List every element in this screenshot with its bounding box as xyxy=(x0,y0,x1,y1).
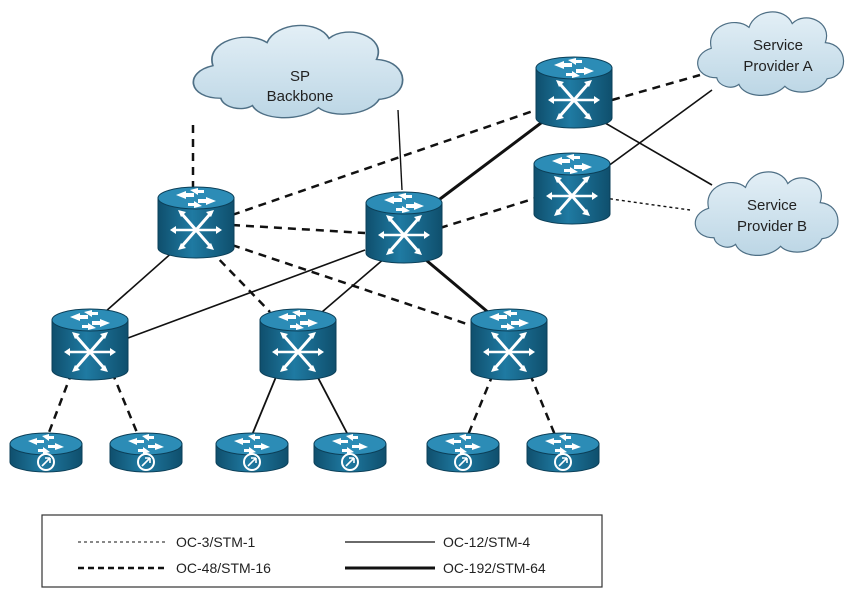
cloud-provider-b-line1: Service xyxy=(747,197,797,214)
link-switch-mid-switch-br xyxy=(419,253,496,320)
link-switch-left-switch-mid xyxy=(231,223,366,235)
router-icon xyxy=(109,432,183,473)
cloud-sp-backbone-line1: SP xyxy=(290,68,310,85)
atm-switch-icon xyxy=(156,185,236,260)
link-br-router1 xyxy=(466,373,495,436)
link-switch-mid-switch-right2 xyxy=(439,196,537,230)
link-switch-left-switch-bl xyxy=(104,249,176,313)
link-backbone-switch-mid xyxy=(397,109,403,191)
router-icon xyxy=(526,432,600,473)
link-switch-topright-provider-b xyxy=(599,119,713,186)
atm-switch-icon xyxy=(534,55,614,130)
cloud-sp-backbone-line2: Backbone xyxy=(267,88,334,105)
router-icon xyxy=(215,432,289,473)
link-switch-mid-switch-bl xyxy=(127,249,366,339)
router-icon xyxy=(9,432,83,473)
cloud-provider-b-line2: Provider B xyxy=(737,218,807,235)
router-icon xyxy=(313,432,387,473)
link-switch-left-switch-bottom-mid xyxy=(209,249,271,313)
link-bl-router2 xyxy=(110,371,140,436)
link-bl-router1 xyxy=(46,371,74,436)
link-br-router2 xyxy=(528,373,557,436)
cloud-provider-a-line2: Provider A xyxy=(743,58,812,75)
legend: OC-3/STM-1 OC-12/STM-4 OC-48/STM-16 OC-1… xyxy=(41,514,603,588)
legend-label-oc3: OC-3/STM-1 xyxy=(176,534,256,550)
link-switch-mid-switch-bm xyxy=(314,257,386,319)
router-icon xyxy=(426,432,500,473)
link-switch-right2-provider-b xyxy=(603,197,691,211)
legend-box xyxy=(41,514,603,588)
atm-switch-icon xyxy=(364,190,444,265)
legend-label-oc12: OC-12/STM-4 xyxy=(443,534,530,550)
link-switch-mid-switch-topright xyxy=(431,118,546,207)
atm-switch-icon xyxy=(532,151,612,226)
link-switch-left-switch-topright xyxy=(231,108,537,217)
cloud-provider-a-line1: Service xyxy=(753,37,803,54)
links xyxy=(46,73,713,436)
link-bm-router2 xyxy=(314,371,349,436)
atm-switch-icon xyxy=(50,307,130,382)
legend-label-oc192: OC-192/STM-64 xyxy=(443,560,546,576)
link-switch-right2-provider-a xyxy=(599,89,713,173)
link-switch-topright-provider-a xyxy=(611,73,701,102)
atm-switch-icon xyxy=(469,307,549,382)
legend-label-oc48: OC-48/STM-16 xyxy=(176,560,271,576)
link-bm-router1 xyxy=(251,371,279,436)
atm-switch-icon xyxy=(258,307,338,382)
